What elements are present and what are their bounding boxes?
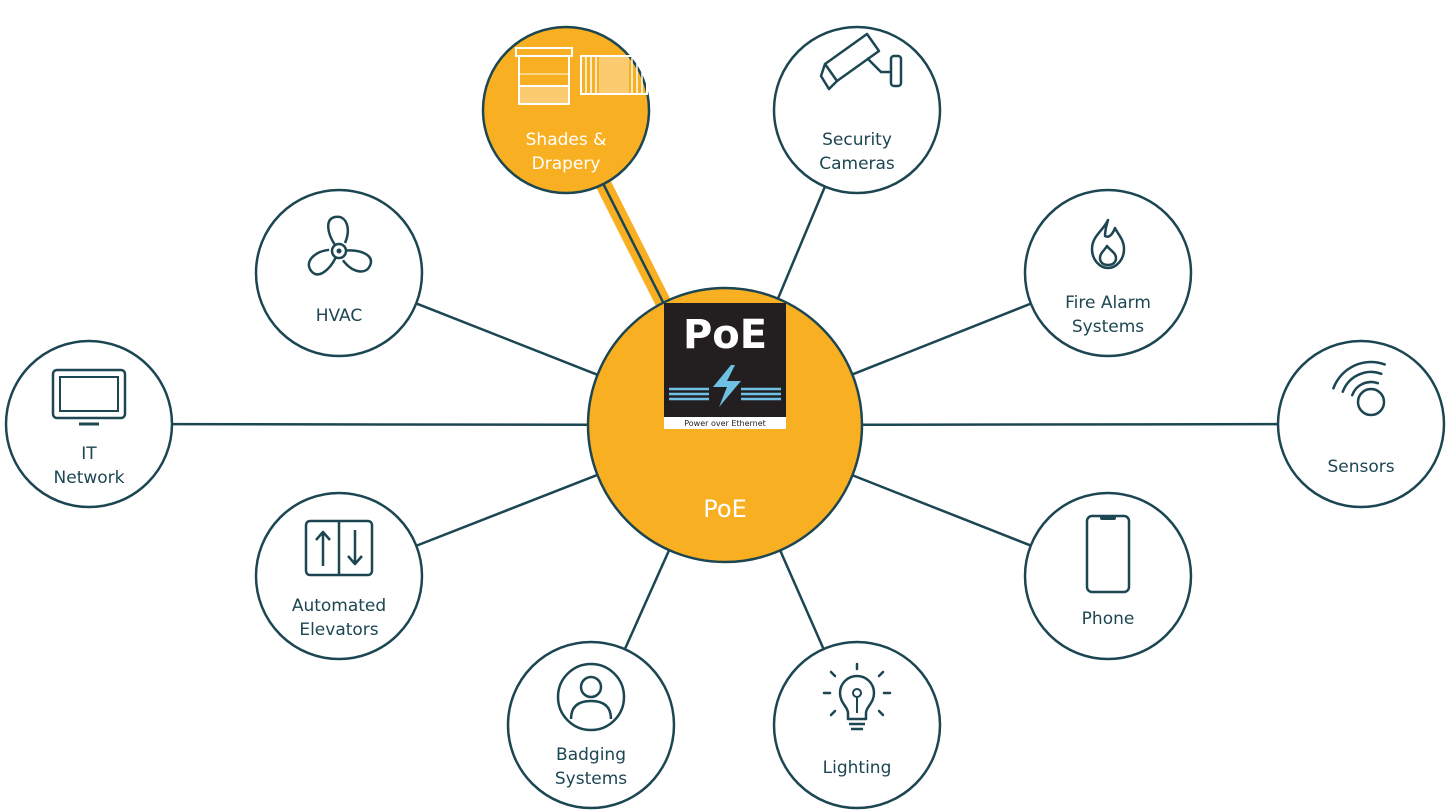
node-circle xyxy=(1023,491,1193,661)
node-label: Security xyxy=(822,130,892,150)
logo-text: PoE xyxy=(683,312,767,358)
connector-lighting xyxy=(778,548,826,652)
node-phone: Phone xyxy=(1023,491,1193,661)
node-label: IT xyxy=(81,444,97,464)
connectors xyxy=(169,178,1281,652)
node-hvac: HVAC xyxy=(254,188,424,358)
node-label: Elevators xyxy=(299,620,378,640)
node-circle xyxy=(506,640,676,810)
window-shades-icon xyxy=(515,47,648,105)
connector-fire-alarm-systems xyxy=(850,301,1034,377)
fan-icon xyxy=(307,215,373,276)
monitor-icon xyxy=(51,368,127,426)
node-circle xyxy=(254,188,424,358)
node-label: Network xyxy=(54,468,125,488)
node-label: Lighting xyxy=(823,758,892,778)
connector-automated-elevators xyxy=(413,473,600,548)
node-shades-drapery: Shades & Drapery xyxy=(481,25,651,195)
connector-sensors xyxy=(859,422,1281,427)
node-sensors: Sensors xyxy=(1276,339,1446,509)
node-label: Systems xyxy=(555,769,627,789)
node-circle xyxy=(481,25,651,195)
logo-caption: Power over Ethernet xyxy=(684,419,766,428)
node-label: Cameras xyxy=(819,154,895,174)
connector-security-cameras xyxy=(776,184,827,301)
node-lighting: Lighting xyxy=(772,640,942,810)
hub-label: PoE xyxy=(703,495,746,523)
node-it-network: IT Network xyxy=(4,339,174,509)
node-label: Fire Alarm xyxy=(1065,293,1151,313)
node-label: Sensors xyxy=(1327,457,1394,477)
lightning-bolt-icon xyxy=(713,365,741,407)
node-label: Automated xyxy=(292,596,386,616)
node-label: Badging xyxy=(556,745,626,765)
connector-phone xyxy=(850,473,1034,548)
smartphone-icon xyxy=(1085,514,1131,594)
node-circle xyxy=(1276,339,1446,509)
node-label: Phone xyxy=(1082,609,1135,629)
poe-logo-icon: PoE Power over Ethernet xyxy=(664,303,786,429)
connector-shades-drapery xyxy=(601,181,666,306)
node-label: Systems xyxy=(1072,317,1144,337)
connector-badging-systems xyxy=(622,547,672,652)
node-circle xyxy=(772,25,942,195)
elevator-icon xyxy=(304,519,374,577)
light-bulb-icon xyxy=(822,662,892,731)
node-label: Drapery xyxy=(532,154,601,174)
person-badge-icon xyxy=(556,662,626,732)
connector-hvac xyxy=(413,301,600,377)
security-camera-icon xyxy=(819,32,903,91)
connector-it-network xyxy=(169,422,591,427)
node-circle xyxy=(1023,188,1193,358)
sensor-signal-icon xyxy=(1332,360,1386,417)
node-label: Shades & xyxy=(526,130,607,150)
flame-icon xyxy=(1090,218,1126,270)
node-label: HVAC xyxy=(316,306,363,326)
